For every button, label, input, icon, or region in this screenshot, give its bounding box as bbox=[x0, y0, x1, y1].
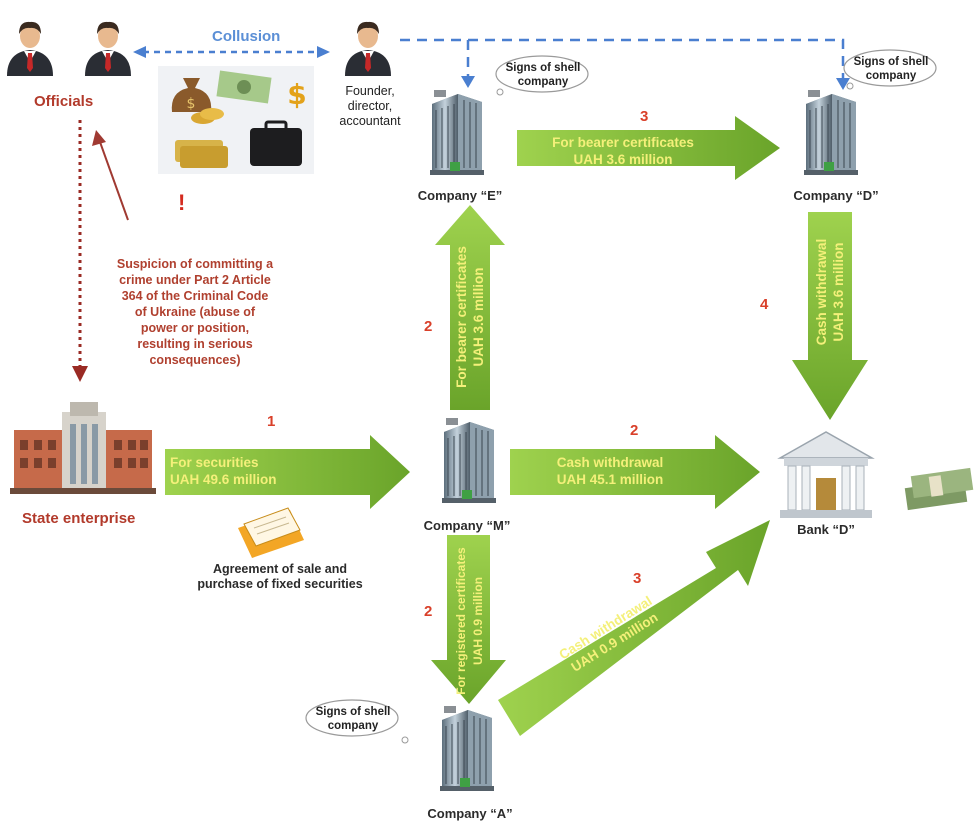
bank-d-label: Bank “D” bbox=[797, 522, 855, 537]
step-number: 3 bbox=[640, 108, 649, 125]
bribe-money-collage: $ $ bbox=[158, 66, 314, 174]
state-enterprise-label: State enterprise bbox=[22, 510, 136, 527]
step-number: 2 bbox=[424, 318, 433, 335]
step-number: 2 bbox=[424, 603, 433, 620]
step-number: 2 bbox=[630, 422, 639, 439]
founder-person-icon bbox=[345, 21, 391, 76]
banknote-icon bbox=[216, 70, 272, 104]
official-person-icon bbox=[85, 21, 131, 76]
arrow-state-to-m bbox=[165, 435, 410, 509]
company-d-label: Company “D” bbox=[793, 188, 879, 203]
cash-stack-icon bbox=[904, 467, 974, 511]
arrow-e-to-d bbox=[517, 116, 780, 180]
arrow-m-to-bank bbox=[510, 435, 760, 509]
document-folder-icon bbox=[238, 507, 304, 558]
founder-label: Founder,director,accountant bbox=[339, 84, 401, 128]
credit-cards-icon bbox=[175, 140, 228, 168]
arrow-m-to-e bbox=[435, 205, 505, 410]
official-person-icon bbox=[7, 21, 53, 76]
step-number: 1 bbox=[267, 413, 276, 430]
arrow-d-to-bank bbox=[792, 212, 868, 420]
briefcase-icon bbox=[250, 120, 302, 166]
arrow-m-to-a bbox=[431, 535, 506, 704]
company-e-label: Company “E” bbox=[417, 188, 503, 203]
flow-arrows bbox=[165, 116, 868, 736]
step-number: 4 bbox=[760, 296, 769, 313]
bank-building-icon bbox=[777, 431, 875, 518]
company-m-building-icon bbox=[441, 417, 497, 504]
arrow-a-to-bank bbox=[498, 520, 770, 736]
company-a-building-icon bbox=[439, 705, 495, 792]
collusion-label: Collusion bbox=[212, 28, 281, 45]
alert-mark: ! bbox=[178, 190, 186, 215]
company-d-building-icon bbox=[803, 89, 859, 176]
collusion-link bbox=[133, 38, 850, 90]
company-e-building-icon bbox=[429, 89, 485, 176]
gold-coins-icon bbox=[191, 108, 224, 124]
svg-text:$: $ bbox=[187, 96, 196, 112]
dollar-sign-icon: $ bbox=[287, 78, 306, 111]
factory-building-icon bbox=[10, 402, 156, 494]
officials-label: Officials bbox=[34, 93, 94, 110]
company-m-label: Company “M” bbox=[423, 518, 511, 533]
shell-sign-cloud bbox=[305, 699, 409, 744]
shell-sign-cloud bbox=[843, 49, 937, 90]
step-number: 3 bbox=[633, 570, 642, 587]
shell-sign-cloud bbox=[495, 55, 589, 96]
suspicion-link bbox=[72, 120, 129, 382]
company-a-label: Company “A” bbox=[427, 806, 513, 821]
money-bag-icon: $ bbox=[171, 78, 212, 112]
